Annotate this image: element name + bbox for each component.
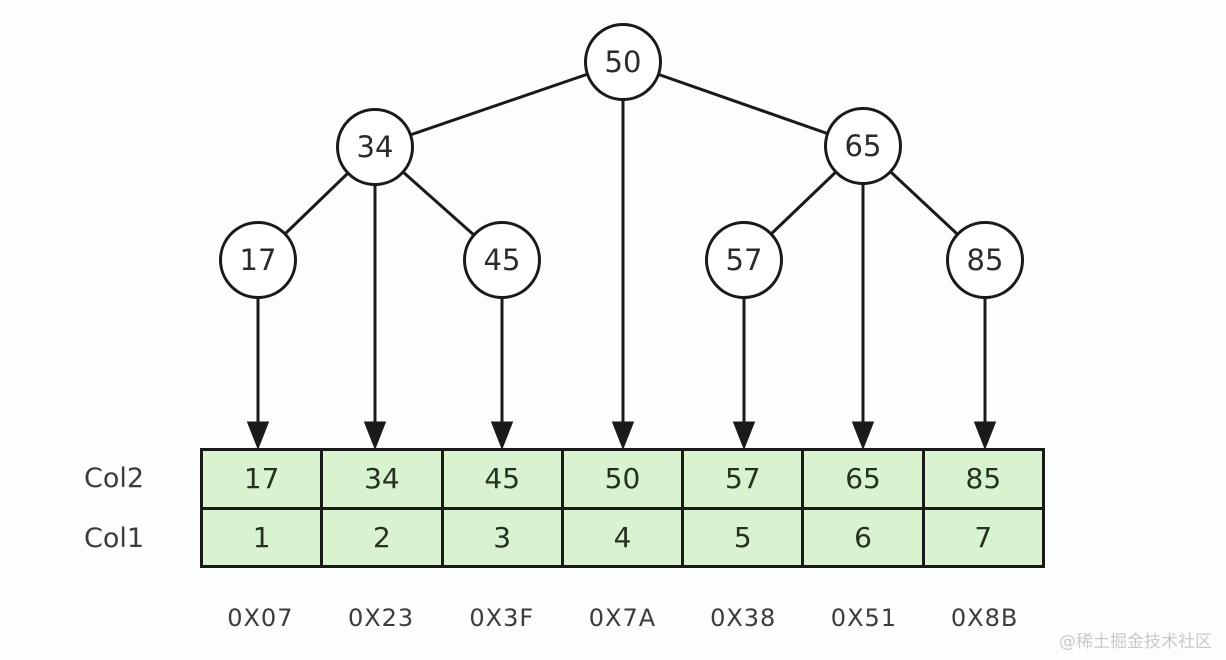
tree-node-label: 45	[483, 243, 521, 277]
tree-node-label: 34	[356, 130, 394, 164]
pointer-arrowhead	[973, 421, 997, 451]
pointer-arrows	[246, 62, 997, 451]
address-label: 0X3F	[469, 604, 535, 632]
pointer-arrowhead	[851, 421, 875, 451]
tree-node-leaf: 45	[463, 221, 541, 299]
table-cell: 2	[323, 509, 441, 565]
pointer-arrowhead	[246, 421, 270, 451]
tree-node-leaf: 57	[705, 221, 783, 299]
table-cell: 1	[203, 509, 321, 565]
table-cell: 4	[563, 509, 682, 565]
address-label: 0X8B	[950, 604, 1019, 632]
tree-node-label: 50	[604, 45, 642, 79]
table-cell: 34	[323, 451, 441, 507]
table-cell: 3	[443, 509, 561, 565]
tree-node-root: 50	[584, 23, 662, 101]
tree-node-left: 34	[336, 108, 414, 186]
tree-edge	[622, 60, 864, 148]
address-row: 0X07 0X23 0X3F 0X7A 0X38 0X51 0X8B	[200, 598, 1045, 638]
table-cell: 57	[684, 451, 802, 507]
tree-node-right: 65	[824, 107, 902, 185]
row-label-col1: Col1	[84, 522, 145, 554]
pointer-arrowhead	[490, 421, 514, 451]
table-cell: 45	[443, 451, 561, 507]
watermark: @稀土掘金技术社区	[1059, 632, 1212, 652]
address-label: 0X07	[227, 604, 294, 632]
address-label: 0X51	[830, 604, 898, 632]
row-label-col2: Col2	[84, 462, 145, 494]
pointer-arrowhead	[732, 421, 756, 451]
address-label: 0X38	[710, 604, 777, 632]
table-cell: 6	[804, 509, 922, 565]
table-cell: 5	[684, 509, 802, 565]
tree-node-label: 57	[725, 243, 763, 277]
tree-edge	[374, 60, 624, 149]
tree-node-leaf: 85	[946, 221, 1024, 299]
table-cell: 50	[563, 451, 682, 507]
tree-node-label: 85	[966, 243, 1004, 277]
address-label: 0X7A	[588, 604, 657, 632]
table-cell: 65	[804, 451, 922, 507]
memory-table: 17 34 45 50 57 65 85 1 2 3 4 5 6 7	[200, 448, 1045, 568]
address-label: 0X23	[347, 604, 415, 632]
table-cell: 85	[924, 451, 1042, 507]
tree-node-leaf: 17	[219, 221, 297, 299]
pointer-arrowhead	[611, 421, 635, 451]
pointer-arrowhead	[363, 421, 387, 451]
table-cell: 7	[924, 509, 1042, 565]
tree-node-label: 17	[239, 243, 277, 277]
tree-node-label: 65	[844, 129, 882, 163]
table-cell: 17	[203, 451, 321, 507]
